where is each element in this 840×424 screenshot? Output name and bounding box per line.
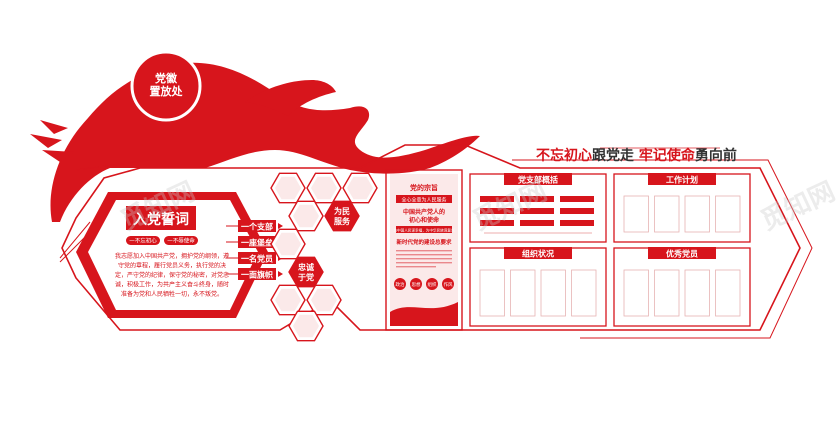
item-label-bg [238, 220, 276, 232]
oath-tag-bg [126, 236, 160, 245]
photo-placeholder [654, 195, 680, 233]
poster-badge [410, 278, 422, 290]
item-arrow [278, 271, 283, 277]
poster-badge-label: 思想 [412, 281, 421, 288]
item-label: 一座堡垒 [241, 238, 273, 248]
panel-header [504, 173, 572, 185]
panel-header [504, 247, 572, 259]
oath-line: 定，严守党的纪律，保守党的秘密，对党忠 [115, 271, 229, 279]
oath-panel: 入党誓词 一不忘初心 一不辱使命 我志愿加入中国共产党，拥护党的纲领，遵守党的章程… [76, 192, 268, 318]
item-label: 一名党员 [241, 254, 273, 264]
slogan-text: 不忘初心跟党走 牢记使命勇向前 [536, 147, 737, 164]
panel-title: 优秀党员 [666, 249, 698, 259]
oath-tag: 一不忘初心 [129, 237, 157, 245]
summary-tag [520, 208, 554, 214]
poster-badge-label: 组织 [428, 281, 437, 288]
poster-tagline: 为中国人民谋幸福，为中华民族谋复兴 [393, 228, 454, 233]
hex-cell-inner [275, 232, 301, 256]
hex-cell-inner [347, 176, 373, 200]
panel-header [648, 173, 716, 185]
photo-placeholder [571, 269, 597, 317]
oath-tag-bg [164, 236, 198, 245]
poster-badge [426, 278, 438, 290]
hex-cell-inner [275, 288, 301, 312]
panel-title: 党支部概括 [518, 175, 558, 185]
hex-cell-inner [293, 204, 319, 228]
summary-tag [560, 220, 594, 226]
item-label: 一个支部 [241, 222, 273, 232]
summary-tag [560, 208, 594, 214]
photo-placeholder [684, 195, 710, 233]
summary-tag [560, 196, 594, 202]
poster-heading-2: 新时代党的建设总要求 [396, 238, 452, 246]
photo-placeholder [510, 269, 536, 317]
photo-placeholder [654, 269, 680, 317]
emblem-placeholder: 党徽置放处 [130, 50, 202, 122]
hex-cell-inner [311, 288, 337, 312]
summary-tag [480, 220, 514, 226]
oath-line: 诚，积极工作，为共产主义奋斗终身，随时 [115, 281, 229, 289]
summary-tag [520, 196, 554, 202]
panel-title: 组织状况 [522, 249, 554, 259]
photo-placeholder [623, 269, 649, 317]
poster-heading-1: 中国共产党人的初心和使命 [403, 208, 445, 224]
oath-line: 准备为党和人民牺牲一切，永不叛党。 [121, 290, 223, 298]
photo-placeholder [715, 269, 741, 317]
photo-placeholder [715, 195, 741, 233]
hex-label: 忠诚于党 [298, 262, 314, 282]
hex-label: 为民服务 [334, 206, 351, 226]
summary-tag [480, 208, 514, 214]
photo-placeholder [684, 269, 710, 317]
poster-title: 党的宗旨 [410, 183, 438, 192]
hex-cell-inner [311, 176, 337, 200]
panel-title: 工作计划 [666, 175, 698, 185]
hex-cell-inner [275, 176, 301, 200]
item-label-bg [238, 236, 276, 248]
poster-badge [394, 278, 406, 290]
oath-title: 入党誓词 [133, 211, 189, 228]
poster-badge-label: 政治 [396, 281, 405, 288]
item-label-bg [238, 252, 276, 264]
oath-tag: 一不辱使命 [167, 237, 195, 245]
panel-header [648, 247, 716, 259]
purpose-poster: 党的宗旨 全心全意为人民服务 中国共产党人的初心和使命 为中国人民谋幸福，为中华… [385, 169, 463, 331]
oath-line: 守党的章程，履行党员义务，执行党的决 [118, 262, 226, 270]
hex-cell-highlight [288, 256, 324, 288]
text-placeholder [484, 232, 592, 234]
hex-cell-inner [293, 314, 319, 338]
item-label-bg [238, 268, 276, 280]
photo-placeholder [623, 195, 649, 233]
photo-placeholder [540, 269, 566, 317]
summary-tag [480, 196, 514, 202]
item-label: 一面旗帜 [241, 270, 273, 280]
poster-badge-label: 作风 [444, 281, 453, 288]
poster-badge [442, 278, 454, 290]
poster-ribbon: 全心全意为人民服务 [401, 197, 446, 204]
item-arrow [278, 223, 283, 229]
photo-placeholder [479, 269, 505, 317]
summary-tag [520, 220, 554, 226]
hex-cell-highlight [324, 200, 360, 232]
emblem-label: 党徽置放处 [150, 71, 184, 98]
oath-line: 我志愿加入中国共产党，拥护党的纲领，遵 [115, 252, 229, 260]
